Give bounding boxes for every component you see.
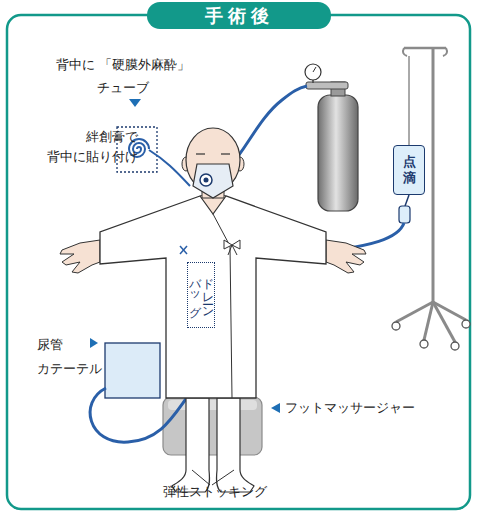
iv-bag-text: 点滴 xyxy=(402,154,416,186)
foot-massager xyxy=(163,397,262,455)
iv-stand-part xyxy=(424,302,433,340)
foot-massager-part xyxy=(163,397,262,455)
patient-gown xyxy=(60,196,366,398)
patient-gown-part xyxy=(100,196,326,398)
title-pill: 手術後 xyxy=(147,2,331,29)
iv-stand-part xyxy=(462,320,470,328)
iv-stand-part xyxy=(399,206,410,223)
epidural-label: 背中に 「硬膜外麻酔」チューブ xyxy=(48,53,198,99)
oxygen-cylinder xyxy=(305,64,358,211)
pointer-triangles-part xyxy=(129,99,141,107)
drain-bag-text: ドレーンバッグ xyxy=(188,270,214,320)
pointer-triangles-part xyxy=(90,338,98,348)
patient-gown-part xyxy=(326,240,366,273)
elastic-stockings xyxy=(172,398,254,492)
iv-stand xyxy=(337,48,470,350)
iv-stand-part xyxy=(403,48,407,56)
iv-stand-part xyxy=(404,47,446,50)
incision-mark xyxy=(180,246,187,254)
patient-head-part xyxy=(221,153,230,154)
iv-bag: 点滴 xyxy=(393,145,425,195)
iv-stand-part xyxy=(451,342,459,350)
patient-gown-part xyxy=(213,214,232,398)
catheter-label: 尿管 カテーテル xyxy=(37,333,107,381)
tape-label: 絆創膏で 背中に貼り付け xyxy=(36,127,138,167)
iv-stand-part xyxy=(405,195,409,206)
oxygen-cylinder-part xyxy=(305,64,321,80)
pointer-triangles xyxy=(90,99,280,413)
patient-gown-part xyxy=(60,240,100,273)
oxygen-cylinder-part xyxy=(313,67,316,72)
title-text: 手術後 xyxy=(205,4,274,28)
stocking-label: 弾性ストッキング xyxy=(145,483,285,501)
oxygen-cylinder-part xyxy=(318,95,358,211)
massager-label: フットマッサージャー xyxy=(285,399,445,417)
leader-lines-part xyxy=(192,470,210,485)
iv-stand-part xyxy=(420,340,428,348)
patient-head-part xyxy=(193,164,233,198)
incision-mark-part xyxy=(180,246,187,254)
epidural-tube-part xyxy=(149,150,190,186)
iv-stand-part xyxy=(443,48,447,56)
incision-mark-part xyxy=(180,246,187,254)
leader-lines xyxy=(192,470,234,485)
patient-gown-part xyxy=(200,196,226,214)
patient-head-part xyxy=(204,178,209,183)
patient-head xyxy=(182,128,244,198)
patient-gown-part xyxy=(224,240,240,255)
elastic-stockings-part xyxy=(172,398,210,492)
iv-stand-part xyxy=(409,56,410,145)
patient-head-part xyxy=(200,174,212,186)
leader-lines-part xyxy=(212,470,234,485)
patient-head-part xyxy=(196,153,205,154)
iv-stand-part xyxy=(392,322,400,330)
oxygen-cylinder-part xyxy=(306,82,348,89)
catheter-bag-part xyxy=(105,343,160,398)
frame xyxy=(7,15,470,509)
iv-stand-part xyxy=(432,48,435,302)
pointer-triangles-part xyxy=(271,403,280,413)
drain-bag: ドレーンバッグ xyxy=(187,262,215,328)
iv-stand-part xyxy=(433,302,455,342)
